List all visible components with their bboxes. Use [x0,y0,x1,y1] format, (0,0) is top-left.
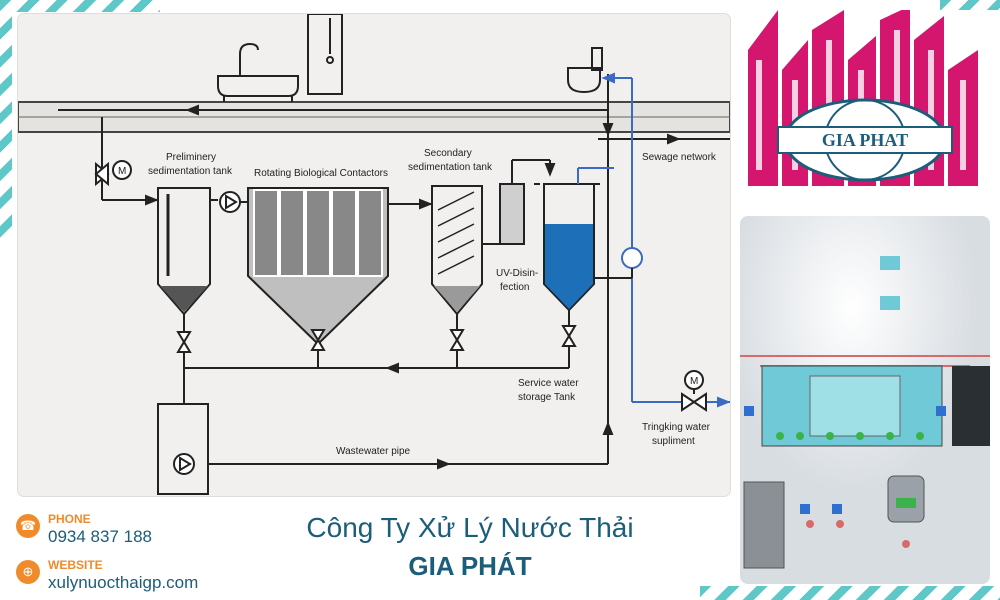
gia-phat-logo: GIA PHAT [748,6,982,190]
bathtub-icon [217,75,299,97]
label-uv-2: fection [500,282,529,293]
label-wastewater: Wastewater pipe [336,446,411,457]
label-rbc: Rotating Biological Contactors [254,168,388,179]
label-motor-left: M [118,166,126,177]
label-prelim-2: sedimentation tank [148,166,233,177]
label-uv-1: UV-Disin- [496,268,538,279]
label-trink-1: Tringking water [642,422,711,433]
scada-panel-photo [740,216,990,584]
phone-label: PHONE [48,512,91,526]
label-service-1: Service water [518,378,579,389]
shower-icon [307,14,343,95]
motor-left-icon [112,160,132,180]
label-motor-right: M [690,376,698,387]
pump-2-icon [621,247,643,269]
secondary-tank [431,185,483,316]
wastewater-pump-box [157,403,209,495]
process-diagram: Preliminery sedimentation tank Rotating … [18,14,730,496]
decor-stripe-bottom-right [700,586,1000,600]
preliminary-tank [157,187,211,316]
decor-stripe-top-left [0,0,160,12]
decor-stripe-left [0,0,12,240]
scada-silo [743,481,785,569]
logo-text: GIA PHAT [822,130,908,150]
label-secondary-2: sedimentation tank [408,162,493,173]
label-sewage: Sewage network [642,152,717,163]
phone-value[interactable]: 0934 837 188 [48,527,152,546]
globe-icon: ⊕ [16,560,40,584]
label-secondary-1: Secondary [424,148,472,159]
logo-svg: GIA PHAT [748,6,978,186]
decor-stripe-top-right [940,0,1000,10]
toilet-icon [567,67,601,94]
label-service-2: storage Tank [518,392,576,403]
website-link[interactable]: xulynuocthaigp.com [48,573,199,592]
uv-unit [499,183,525,245]
website-label: WEBSITE [48,558,103,572]
phone-icon: ☎ [16,514,40,538]
company-brand: GIA PHÁT [408,551,532,581]
label-prelim-1: Preliminery [166,152,216,163]
scada-photo-svg [740,216,990,584]
label-trink-2: supliment [652,436,695,447]
process-diagram-svg: Preliminery sedimentation tank Rotating … [18,14,730,495]
company-name: Công Ty Xử Lý Nước Thải [306,512,634,543]
